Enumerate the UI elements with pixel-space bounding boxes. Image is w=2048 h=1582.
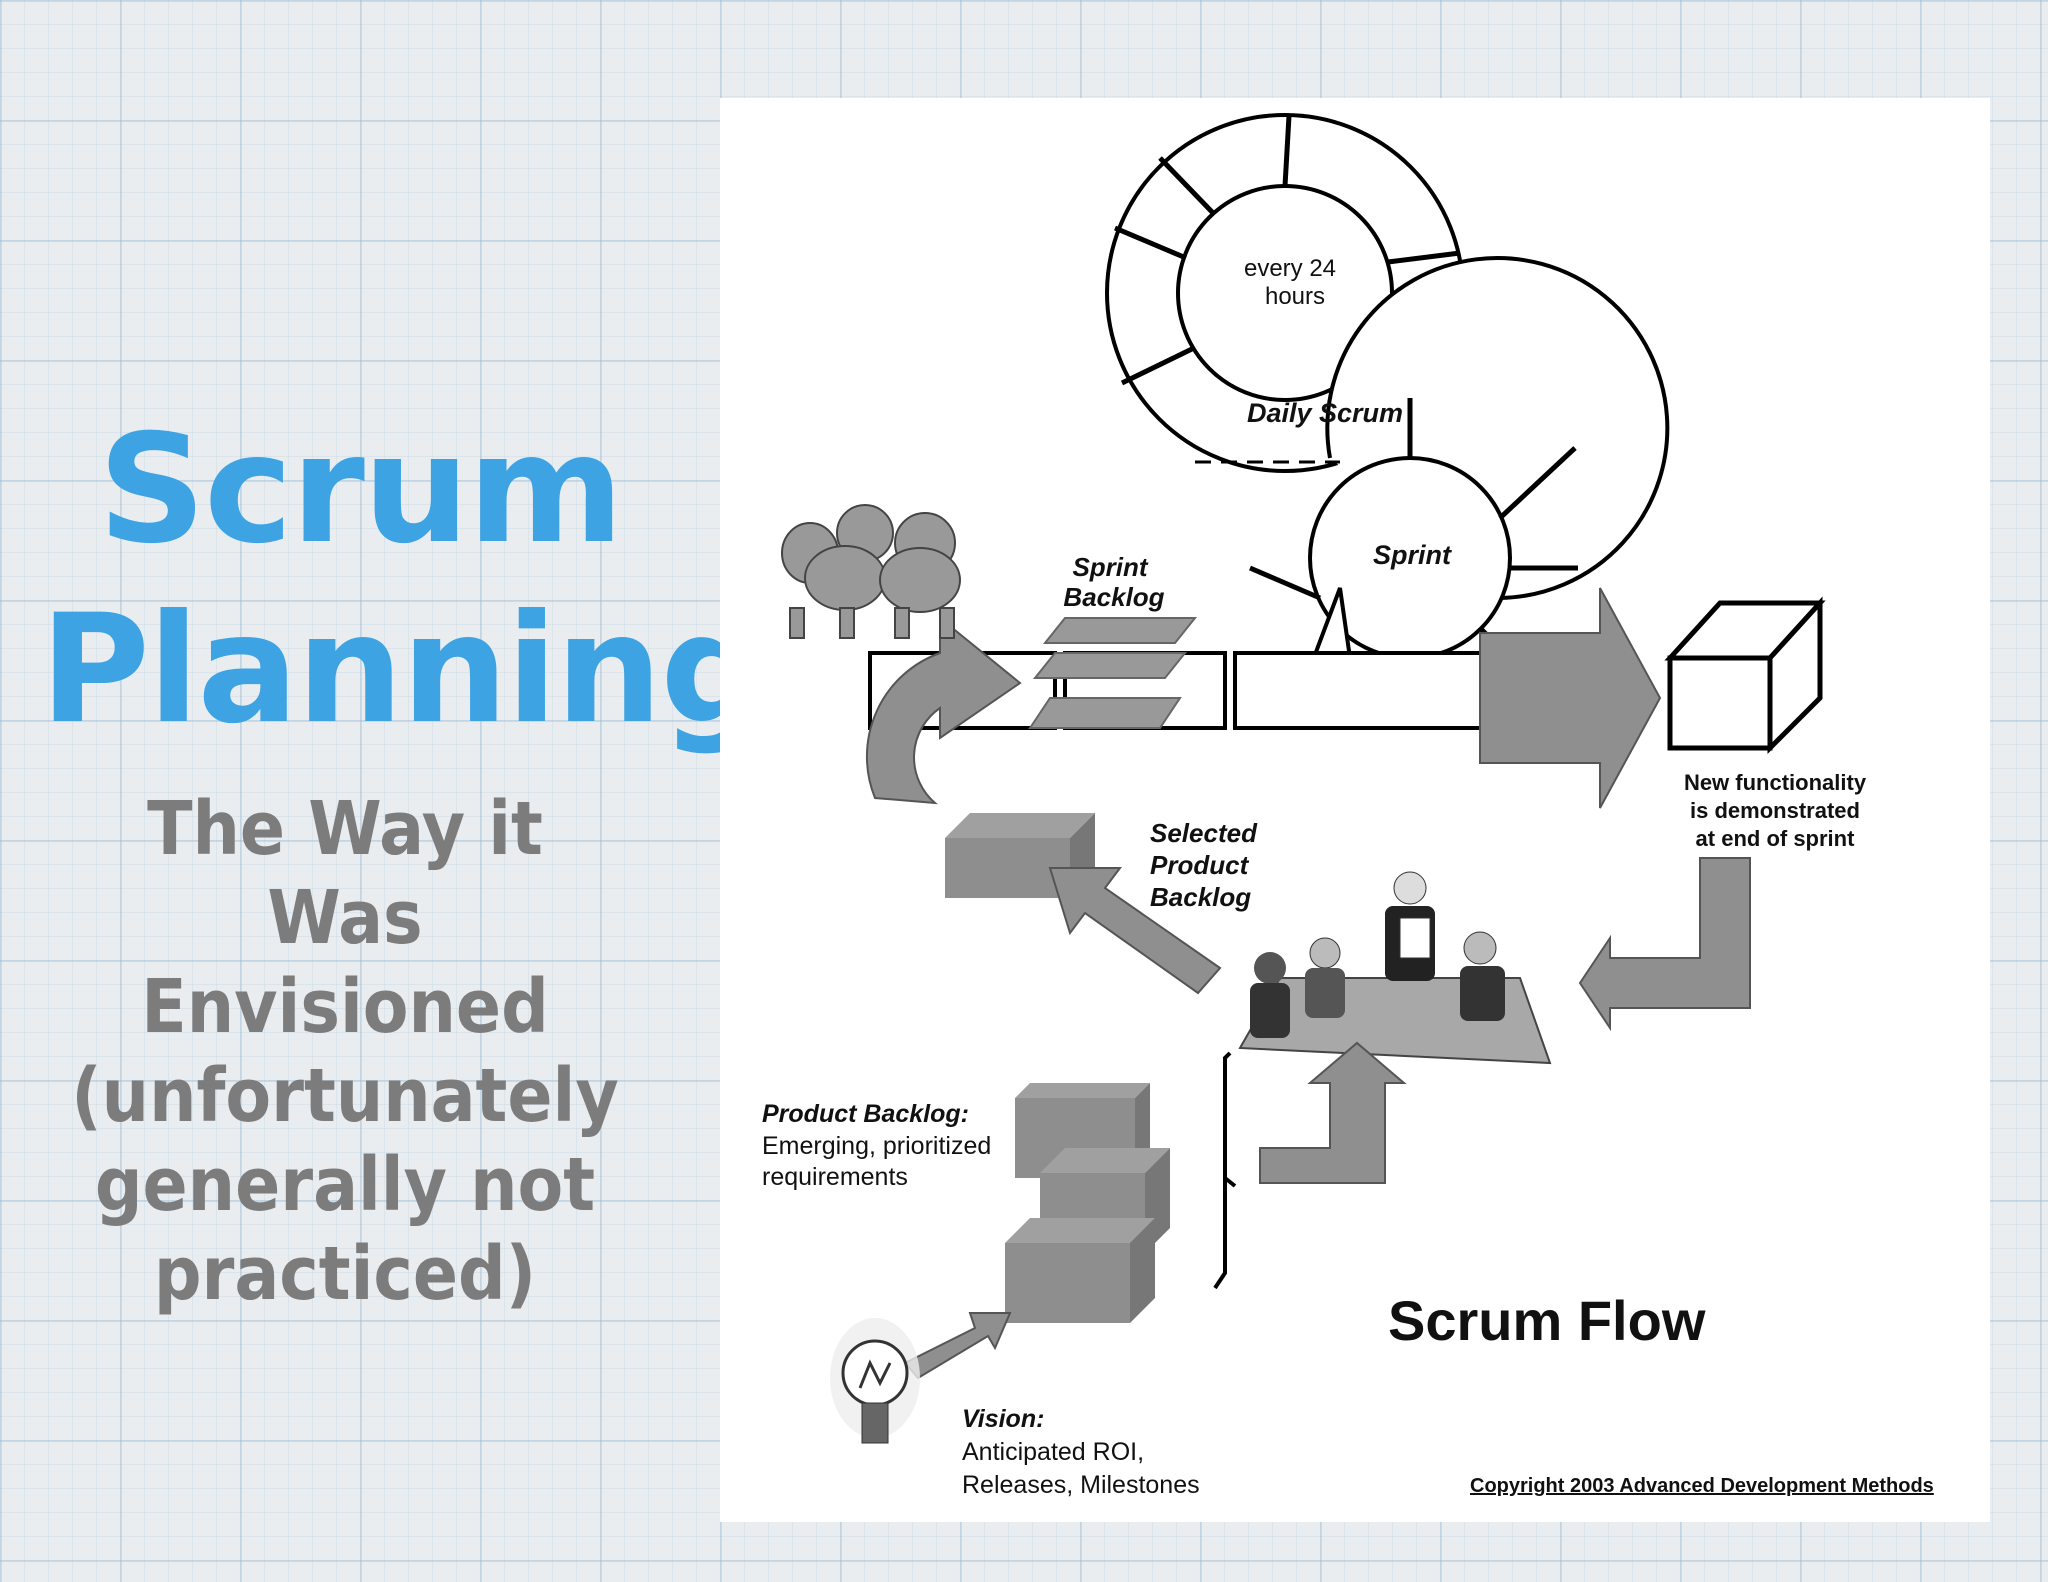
slide-title: Scrum Planning [40, 400, 768, 760]
product-backlog-title: Product Backlog: [762, 1100, 969, 1128]
team-meeting [1238, 871, 1552, 1065]
product-backlog-desc-1: Emerging, prioritized [762, 1132, 991, 1160]
vision-desc-1: Anticipated ROI, [962, 1438, 1144, 1466]
product-backlog-stack [1005, 1083, 1170, 1323]
daily-cycle-line-2: hours [1265, 283, 1325, 310]
new-functionality-label-1: New functionality [1684, 770, 1867, 795]
scrum-flow-figure: every 24 hours Daily Scrum Sprint Sprint… [720, 98, 1990, 1522]
title-line-1: Scrum [97, 403, 624, 577]
selected-backlog-label-1: Selected [1150, 818, 1258, 848]
sprint-ring [1195, 256, 1670, 725]
daily-cycle-line-1: every 24 [1244, 255, 1336, 282]
vision-desc-2: Releases, Milestones [962, 1471, 1200, 1499]
sprint-backlog-label-1: Sprint [1072, 552, 1148, 582]
vision-title: Vision: [962, 1405, 1044, 1433]
sprint-backlog-label-2: Backlog [1063, 582, 1164, 612]
increment-cube [1664, 596, 1826, 755]
subtitle-line-5: practiced) [153, 1231, 537, 1317]
new-functionality-label-2: is demonstrated [1690, 798, 1860, 823]
subtitle-line-3: (unfortunately [71, 1053, 619, 1139]
sprint-label: Sprint [1373, 540, 1452, 570]
sprint-timeline [868, 587, 1662, 809]
subtitle-line-1: The Way it [147, 786, 543, 872]
slide-subtitle: The Way it Was Envisioned (unfortunately… [60, 785, 630, 1319]
subtitle-line-2: Was Envisioned [141, 875, 549, 1050]
input-arrow [1259, 1041, 1407, 1184]
selected-backlog-label-3: Backlog [1150, 882, 1251, 912]
subtitle-line-4: generally not [94, 1142, 596, 1228]
lightbulb-icon [830, 1318, 920, 1444]
team-huddle-icon [781, 504, 961, 639]
select-arrow [1048, 867, 1222, 995]
deliver-arrow [1479, 587, 1662, 809]
new-functionality-label-3: at end of sprint [1696, 826, 1856, 851]
copyright-notice: Copyright 2003 Advanced Development Meth… [1470, 1475, 1934, 1497]
product-backlog-desc-2: requirements [762, 1163, 908, 1191]
sprint-backlog-stack [1028, 617, 1198, 729]
vision-arrow [903, 1312, 1012, 1380]
feedback-arrow [1578, 857, 1751, 1032]
daily-scrum-label: Daily Scrum [1247, 398, 1403, 428]
title-line-2: Planning [40, 583, 768, 757]
backlog-bracket [1213, 1051, 1237, 1290]
selected-backlog-label-2: Product [1150, 850, 1250, 880]
scrum-flow-diagram: every 24 hours Daily Scrum Sprint Sprint… [762, 113, 1934, 1499]
scrum-flow-title: Scrum Flow [1388, 1289, 1706, 1352]
